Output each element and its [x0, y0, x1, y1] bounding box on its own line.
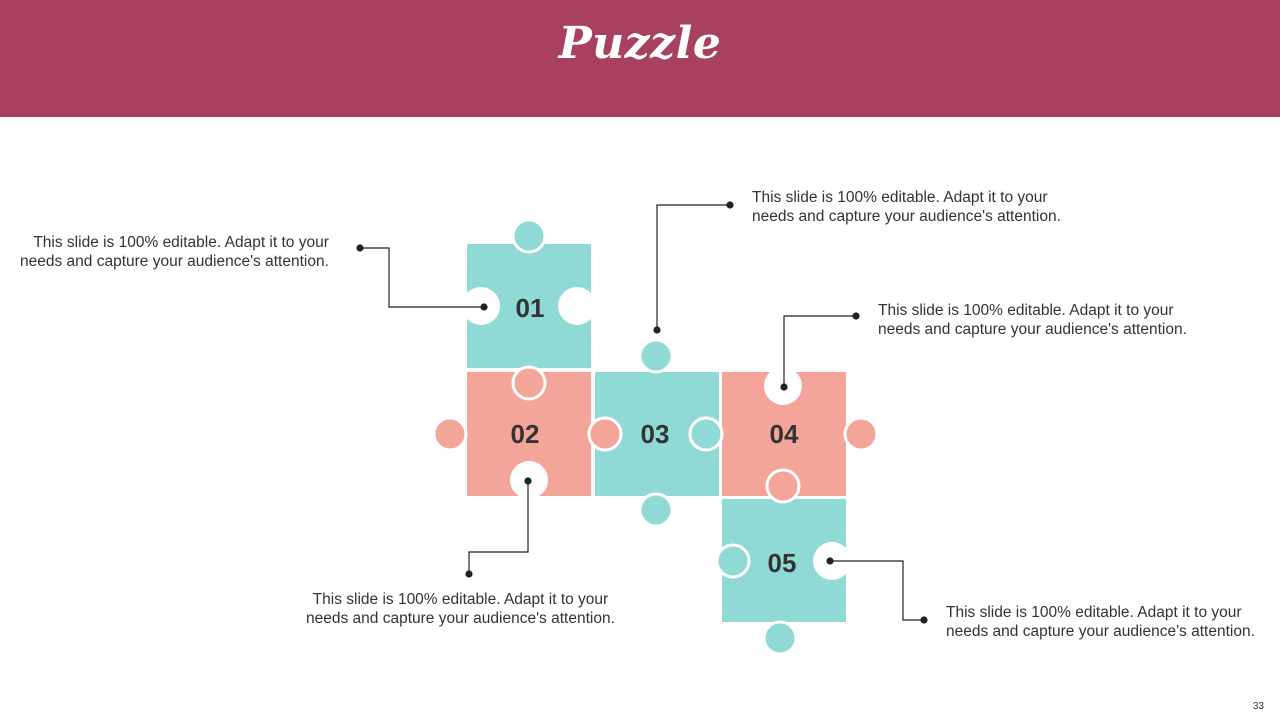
- connector-dot: [480, 303, 488, 311]
- connector-line-3: [656, 204, 730, 330]
- description-01: This slide is 100% editable. Adapt it to…: [20, 234, 329, 270]
- puzzle-knob: [587, 416, 623, 452]
- connector-dot: [356, 244, 364, 252]
- slide-title: Puzzle: [558, 18, 722, 69]
- connector-dot: [852, 312, 860, 320]
- description-03: This slide is 100% editable. Adapt it to…: [752, 189, 1061, 225]
- puzzle-knob: [511, 218, 547, 254]
- description-04: This slide is 100% editable. Adapt it to…: [878, 302, 1187, 338]
- puzzle-knob: [511, 365, 547, 401]
- puzzle-knob: [432, 416, 468, 452]
- piece-label-01: 01: [516, 293, 545, 323]
- connector-dot: [826, 557, 834, 565]
- puzzle-knob: [688, 416, 724, 452]
- connector-dot: [465, 570, 473, 578]
- knob-socket: [558, 287, 596, 325]
- connector-line-1: [360, 247, 484, 308]
- connector-line-2: [468, 481, 529, 574]
- description-02: This slide is 100% editable. Adapt it to…: [306, 591, 615, 627]
- puzzle-knob: [843, 416, 879, 452]
- connector-dot: [726, 201, 734, 209]
- connector-dot: [780, 383, 788, 391]
- header-banner: [0, 0, 1280, 117]
- description-05: This slide is 100% editable. Adapt it to…: [946, 604, 1255, 640]
- connector-line-4: [783, 315, 856, 387]
- connector-dot: [653, 326, 661, 334]
- connector-dot: [920, 616, 928, 624]
- puzzle-knob: [638, 338, 674, 374]
- piece-label-02: 02: [511, 419, 540, 449]
- piece-label-05: 05: [768, 548, 797, 578]
- puzzle-knob: [765, 468, 801, 504]
- connector-dot: [524, 477, 532, 485]
- page-number: 33: [1252, 701, 1264, 712]
- piece-label-03: 03: [641, 419, 670, 449]
- puzzle-knob: [638, 492, 674, 528]
- connector-line-5: [830, 560, 924, 621]
- puzzle-knob: [762, 620, 798, 656]
- puzzle-knob: [715, 543, 751, 579]
- piece-label-04: 04: [770, 419, 799, 449]
